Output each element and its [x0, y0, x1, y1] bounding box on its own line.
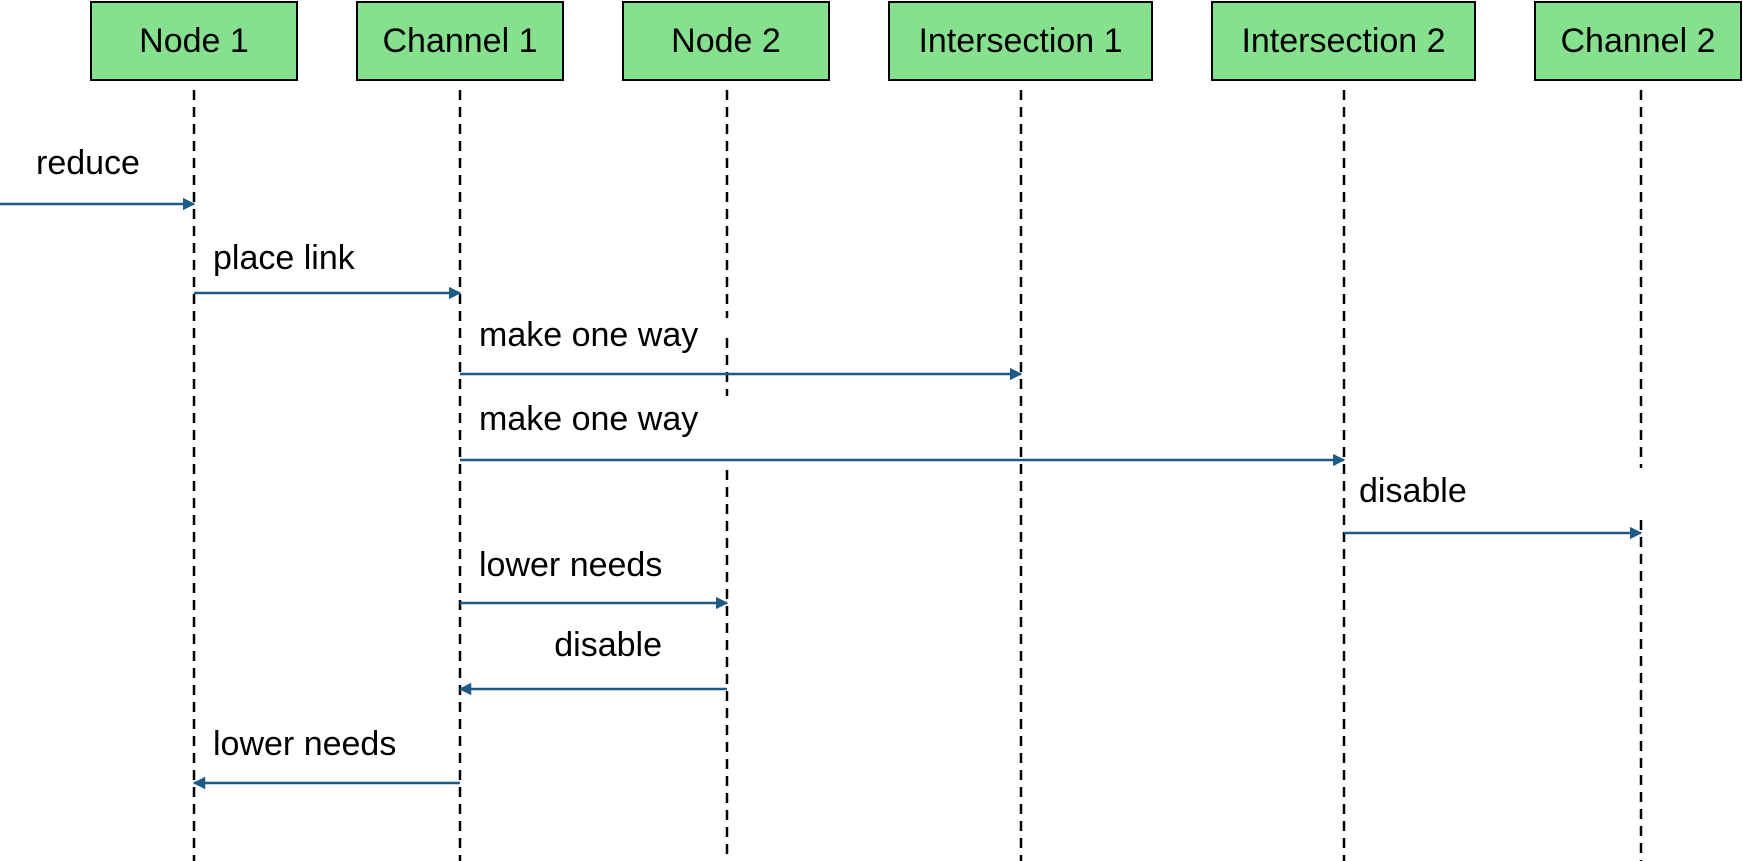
message-lower-needs-node-2: lower needs — [460, 546, 729, 610]
message-disable-channel-1: disable — [458, 626, 727, 696]
participant-box-intersection-2 — [1211, 1, 1476, 81]
participant-label-intersection-2: Intersection 2 — [1241, 22, 1445, 60]
participant-label-channel-2: Channel 2 — [1560, 22, 1715, 60]
participant-label-intersection-1: Intersection 1 — [918, 22, 1122, 60]
message-place-link: place link — [194, 239, 462, 300]
message-label-lower-needs-node-1: lower needs — [213, 725, 396, 763]
message-label-disable-channel-2: disable — [1359, 472, 1467, 510]
participant-label-channel-1: Channel 1 — [382, 22, 537, 60]
participant-node-2: Node 2 — [622, 1, 830, 81]
participant-box-node-1 — [90, 1, 298, 81]
participant-box-channel-2 — [1534, 1, 1742, 81]
participant-label-node-1: Node 1 — [139, 22, 249, 60]
message-label-disable-channel-1: disable — [554, 626, 662, 664]
participant-label-node-2: Node 2 — [671, 22, 781, 60]
message-make-one-way-2: make one way — [460, 400, 1346, 467]
participant-channel-2: Channel 2 — [1534, 1, 1742, 81]
message-label-place-link: place link — [213, 239, 356, 277]
message-lower-needs-node-1: lower needs — [192, 725, 460, 790]
participant-intersection-1: Intersection 1 — [888, 1, 1153, 81]
participant-box-channel-1 — [356, 1, 564, 81]
message-label-reduce: reduce — [36, 144, 140, 182]
messages: reduce place link make one way make one way… — [0, 144, 1643, 790]
participant-channel-1: Channel 1 — [356, 1, 564, 81]
lifelines — [192, 90, 1643, 861]
participant-box-node-2 — [622, 1, 830, 81]
message-disable-channel-2: disable — [1344, 472, 1643, 540]
participant-node-1: Node 1 — [90, 1, 298, 81]
message-label-lower-needs-node-2: lower needs — [479, 546, 662, 584]
participants: Node 1 Channel 1 Node 2 Intersection 1 Inter… — [90, 1, 1742, 81]
participant-box-intersection-1 — [888, 1, 1153, 81]
message-label-make-one-way-1: make one way — [479, 316, 698, 354]
message-reduce: reduce — [0, 144, 196, 211]
message-make-one-way-1: make one way — [460, 316, 1023, 381]
participant-intersection-2: Intersection 2 — [1211, 1, 1476, 81]
message-label-make-one-way-2: make one way — [479, 400, 698, 438]
